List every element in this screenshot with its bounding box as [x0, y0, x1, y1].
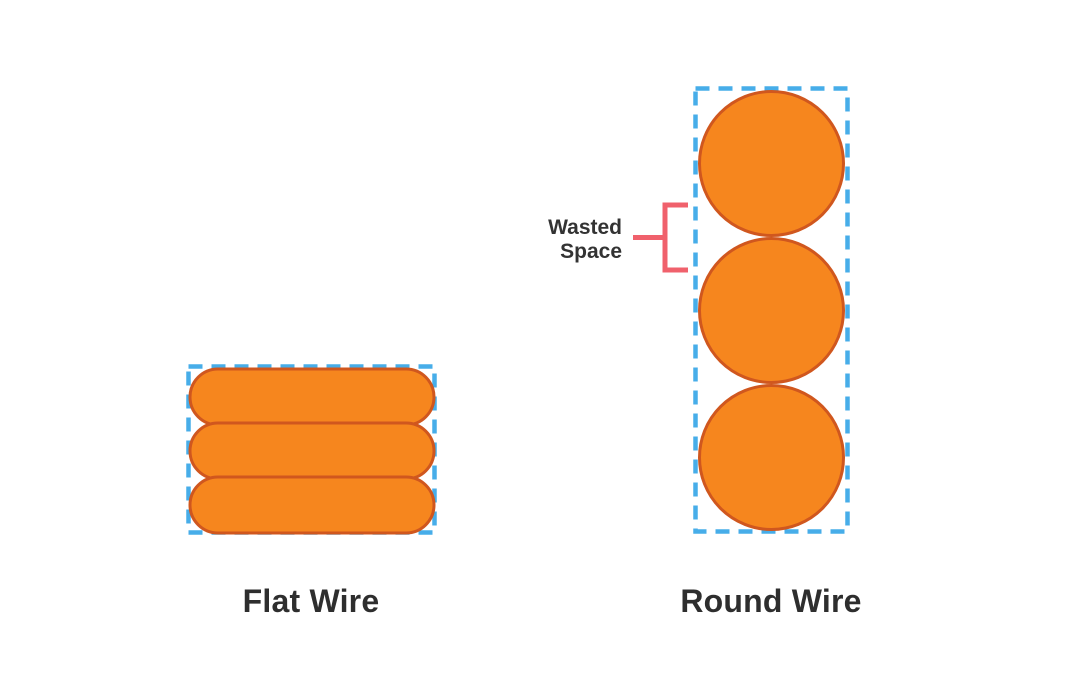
wasted-space-label-line2: Space	[560, 240, 622, 263]
round-wire-bounding-box	[693, 86, 850, 534]
round-wire-title: Round Wire	[680, 583, 861, 619]
flat-wire-strand-3	[188, 475, 436, 535]
round-wire-group	[693, 86, 850, 534]
round-wire-strand-1	[698, 90, 845, 237]
flat-wire-group	[186, 364, 437, 535]
wasted-space-label-line1: Wasted	[548, 216, 622, 239]
wasted-space-bracket	[633, 202, 688, 273]
round-wire-strand-2	[698, 237, 845, 384]
round-wire-strand-3	[698, 384, 845, 531]
flat-wire-strand-1	[188, 367, 436, 427]
flat-wire-strand-2	[188, 421, 436, 481]
flat-wire-title: Flat Wire	[243, 583, 380, 619]
